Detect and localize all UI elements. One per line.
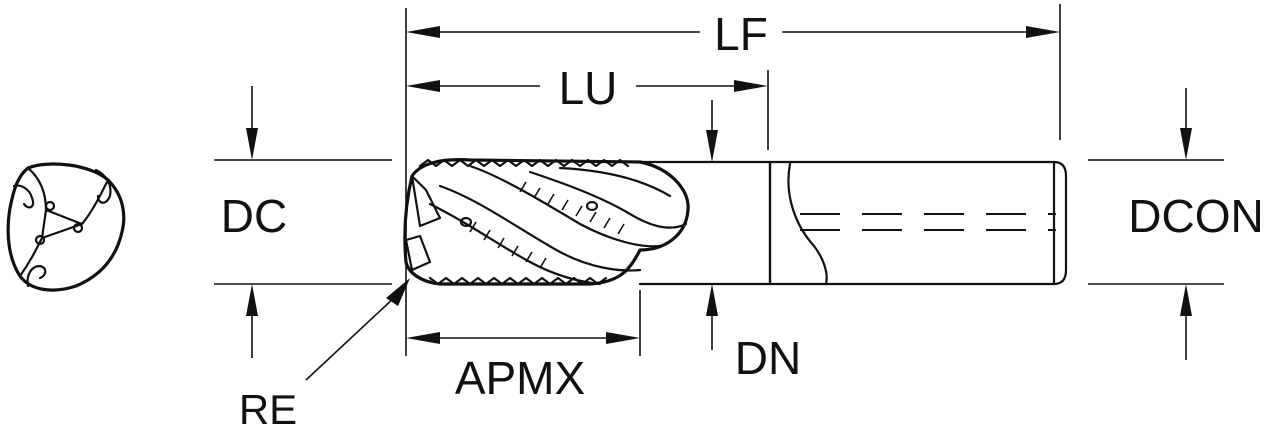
lf-dimension: LF (406, 8, 1060, 60)
lu-label: LU (559, 62, 618, 114)
dc-dimension: DC (221, 86, 287, 358)
cutting-head (403, 158, 690, 286)
dcon-label: DCON (1128, 190, 1263, 242)
apmx-label: APMX (455, 352, 585, 404)
re-label: RE (239, 386, 297, 428)
extension-lines (214, 4, 1224, 356)
dn-label: DN (735, 332, 801, 384)
dc-label: DC (221, 190, 287, 242)
apmx-dimension: APMX (406, 332, 640, 404)
end-view-icon (6, 162, 126, 292)
tool-shank (638, 160, 1068, 286)
dn-dimension: DN (706, 100, 801, 384)
lf-label: LF (714, 8, 768, 60)
lu-dimension: LU (406, 62, 768, 114)
dcon-dimension: DCON (1128, 88, 1264, 360)
re-dimension: RE (239, 278, 410, 428)
